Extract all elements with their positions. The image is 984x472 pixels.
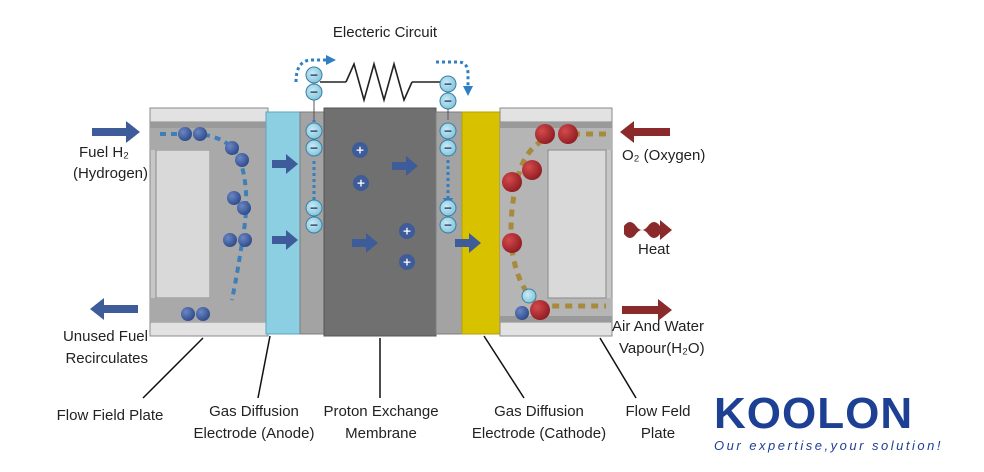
electron-sign: − — [309, 86, 318, 99]
electron-icon: − — [439, 199, 457, 217]
arrow-right-icon — [326, 55, 336, 65]
proton-icon: + — [399, 223, 415, 239]
electron-sign: − — [309, 125, 318, 138]
proton-sign: + — [356, 177, 365, 190]
cathode-label-line1: Gas Diffusion — [494, 403, 584, 420]
unused-fuel-arrow-icon — [90, 298, 138, 320]
cathode-electrode — [461, 111, 501, 335]
oxygen-in-arrow-icon — [620, 121, 670, 143]
proton-sign: + — [402, 225, 411, 238]
flow-plate-left-label: Flow Field Plate — [57, 407, 164, 424]
flow-plate-right-label-line2: Plate — [641, 425, 675, 442]
pem-label-line1: Proton Exchange — [323, 403, 438, 420]
oxygen-label: O₂ (Oxygen) — [622, 147, 705, 164]
water-molecule — [515, 288, 537, 320]
o2-flow-path — [508, 131, 606, 309]
electron-icon: − — [305, 199, 323, 217]
electron-icon: − — [305, 216, 323, 234]
flow-arrows — [90, 121, 481, 320]
electron-sign: − — [443, 78, 452, 91]
proton-icon: + — [353, 175, 369, 191]
anode-label-line2: Electrode (Anode) — [194, 425, 315, 442]
oxygen-molecules — [502, 124, 578, 320]
electron-icon: − — [305, 83, 323, 101]
cathode-label-line2: Electrode (Cathode) — [472, 425, 606, 442]
electron-icon: − — [305, 122, 323, 140]
electron-sign: − — [309, 219, 318, 232]
electrons-anode: − − − − − − — [305, 66, 323, 234]
electron-icon: − — [439, 139, 457, 157]
protons: + + + + — [352, 142, 415, 270]
arrow-right-icon — [392, 156, 418, 176]
electron-sign: − — [443, 142, 452, 155]
proton-sign: + — [355, 144, 364, 157]
heat-label: Heat — [638, 241, 671, 258]
pem-label-line2: Membrane — [345, 425, 417, 442]
proton-exchange-membrane — [323, 107, 437, 337]
proton-icon: + — [399, 254, 415, 270]
electron-icon: − — [439, 122, 457, 140]
fuel-label-line1: Fuel H₂ — [79, 144, 129, 161]
electron-sign: − — [309, 202, 318, 215]
brand-logo: KOOLON Our expertise,your solution! — [714, 389, 943, 453]
flow-field-plate-right — [499, 107, 613, 337]
electron-sign: − — [443, 219, 452, 232]
fuel-in-arrow-icon — [92, 121, 140, 143]
resistor-icon — [345, 61, 413, 103]
h2-flow-path — [160, 132, 249, 301]
electron-icon: − — [305, 66, 323, 84]
arrow-down-icon — [463, 86, 473, 96]
electron-icon: − — [439, 216, 457, 234]
flow-plate-right-label-line1: Flow Feld — [625, 403, 690, 420]
brand-tagline: Our expertise,your solution! — [714, 438, 943, 453]
electron-icon: − — [439, 92, 457, 110]
arrow-right-icon — [352, 233, 378, 253]
unused-fuel-label-line1: Unused Fuel — [63, 328, 148, 345]
electron-sign: − — [309, 142, 318, 155]
brand-name: KOOLON — [714, 389, 913, 438]
anode-label-line1: Gas Diffusion — [209, 403, 299, 420]
arrow-right-icon — [455, 233, 481, 253]
leader-lines — [142, 335, 637, 399]
heat-wave-icon — [624, 220, 672, 240]
electron-sign: − — [443, 202, 452, 215]
water-out-arrow-icon — [622, 299, 672, 321]
proton-sign: + — [402, 256, 411, 269]
electrons-cathode: − − − − − − — [439, 75, 457, 234]
arrow-right-icon — [272, 230, 298, 250]
arrow-right-icon — [272, 154, 298, 174]
electron-icon: − — [439, 75, 457, 93]
proton-icon: + — [352, 142, 368, 158]
circuit-label: Electeric Circuit — [333, 24, 438, 41]
electron-sign: − — [443, 125, 452, 138]
fuel-label-line2: (Hydrogen) — [73, 165, 148, 182]
hydrogen-molecules — [178, 127, 252, 321]
unused-fuel-label-line2: Recirculates — [65, 350, 148, 367]
anode-electrode — [265, 111, 301, 335]
water-label-line1: Air And Water — [612, 318, 704, 335]
electron-sign: − — [443, 95, 452, 108]
water-label-line2: Vapour(H₂O) — [619, 340, 705, 357]
electron-icon: − — [305, 139, 323, 157]
cathode-arrows — [620, 121, 672, 321]
electron-sign: − — [309, 69, 318, 82]
